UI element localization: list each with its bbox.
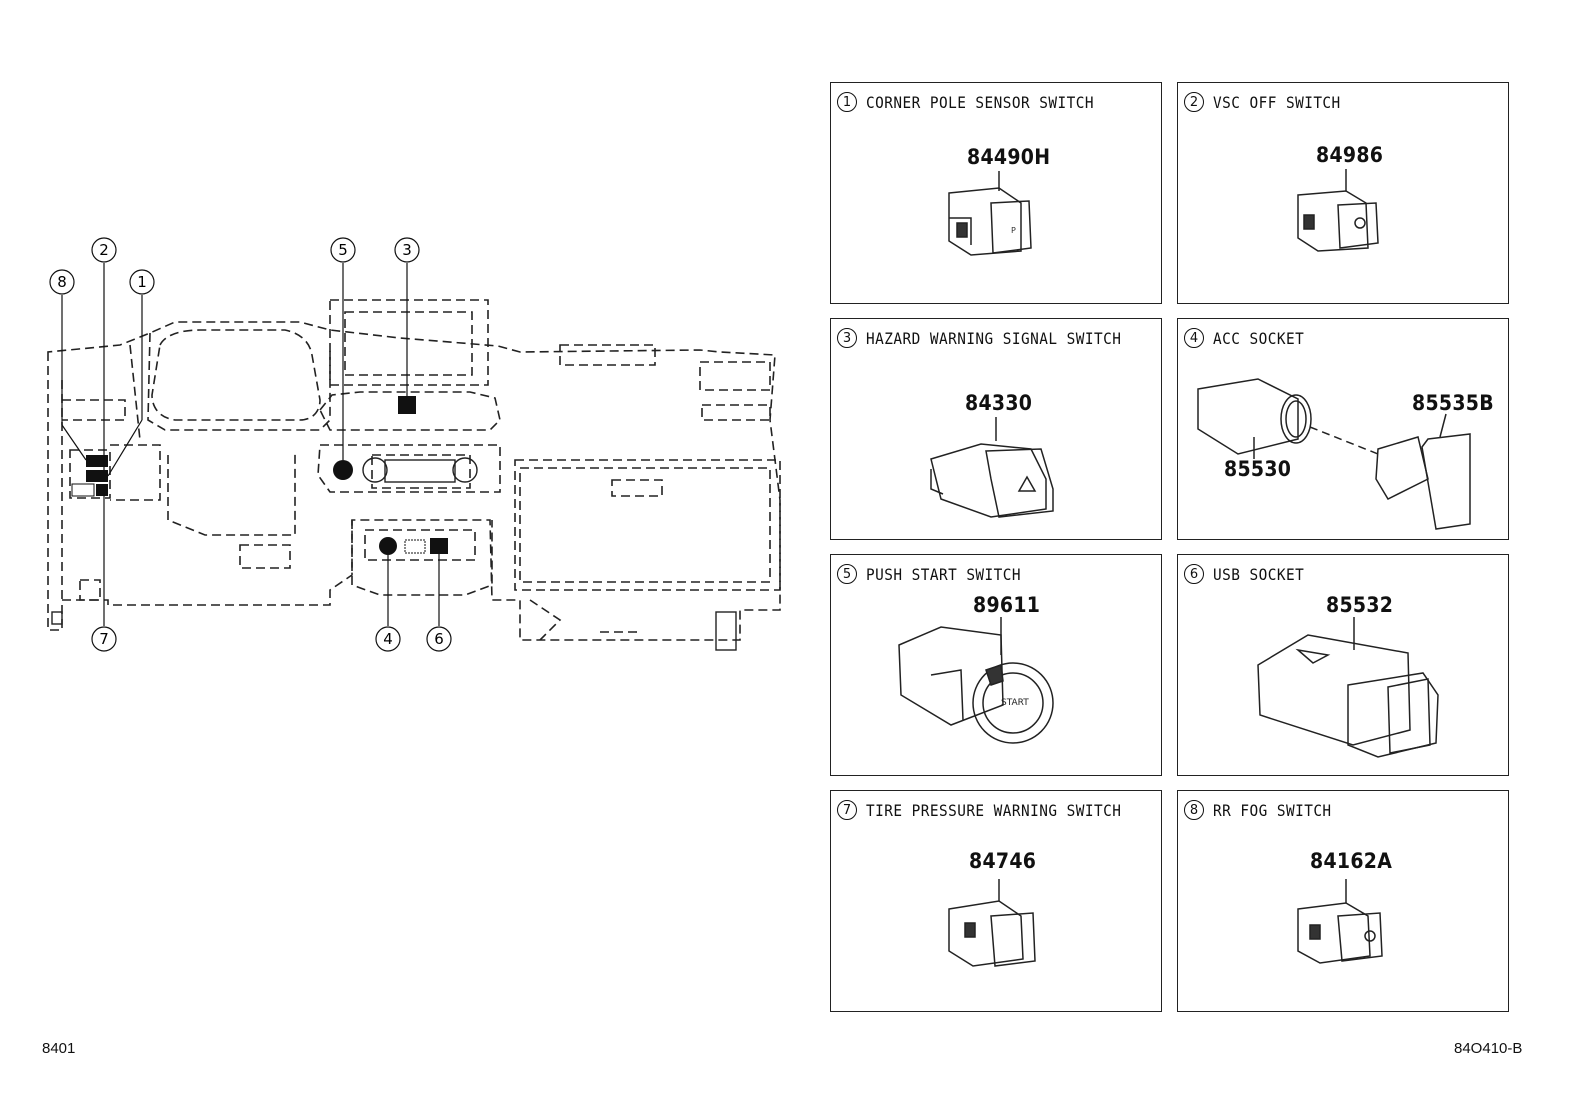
footer-right-code: 84O410-B	[1454, 1040, 1523, 1057]
marker-hazard	[398, 396, 416, 414]
callout-6: 6	[426, 626, 452, 652]
panel-number: 5	[837, 564, 857, 584]
svg-text:6: 6	[434, 630, 444, 648]
panel-header: 2 VSC OFF SWITCH	[1184, 92, 1355, 112]
panel-usb-socket[interactable]: 6 USB SOCKET 85532	[1177, 554, 1509, 776]
part-number[interactable]: 89611	[973, 593, 1041, 617]
panel-hazard-warning-signal-switch[interactable]: 3 HAZARD WARNING SIGNAL SWITCH 84330	[830, 318, 1162, 540]
svg-text:START: START	[1001, 698, 1029, 708]
acc-socket-illustration	[1197, 378, 1471, 530]
marker-usb-socket	[430, 538, 448, 554]
svg-text:P: P	[1011, 226, 1016, 235]
svg-text:2: 2	[99, 241, 109, 259]
corner-pole-sensor-switch-illustration: P	[948, 171, 1032, 256]
callout-7: 7	[91, 626, 117, 652]
instrument-cluster	[151, 329, 321, 421]
rr-fog-switch-illustration	[1297, 879, 1383, 964]
svg-text:4: 4	[383, 630, 393, 648]
marker-push-start	[333, 460, 353, 480]
panel-title: TIRE PRESSURE WARNING SWITCH	[866, 800, 1122, 820]
tire-pressure-switch-illustration	[948, 879, 1036, 967]
panel-number: 3	[837, 328, 857, 348]
marker-rr-fog	[86, 455, 108, 467]
panel-number: 2	[1184, 92, 1204, 112]
part-number[interactable]: 84986	[1316, 143, 1384, 167]
panel-header: 4 ACC SOCKET	[1184, 328, 1314, 348]
part-number[interactable]: 84746	[969, 849, 1037, 873]
marker-vsc-off	[86, 470, 108, 482]
marker-tire-pressure	[96, 484, 108, 496]
hazard-switch-illustration	[930, 417, 1054, 518]
panel-header: 7 TIRE PRESSURE WARNING SWITCH	[837, 800, 1150, 820]
callout-8: 8	[49, 269, 75, 295]
push-start-switch-illustration: START	[898, 617, 1054, 744]
svg-text:7: 7	[99, 630, 109, 648]
panel-title: RR FOG SWITCH	[1213, 800, 1332, 820]
panel-push-start-switch[interactable]: START 5 PUSH START SWITCH 89611	[830, 554, 1162, 776]
callout-5: 5	[330, 237, 356, 263]
svg-text:3: 3	[402, 241, 412, 259]
footer-left-code: 8401	[42, 1040, 76, 1057]
part-number-cap[interactable]: 85535B	[1412, 391, 1494, 415]
svg-text:8: 8	[57, 273, 67, 291]
panel-title: USB SOCKET	[1213, 564, 1305, 584]
climate-panel	[317, 444, 501, 493]
panel-title: ACC SOCKET	[1213, 328, 1305, 348]
panel-tire-pressure-warning-switch[interactable]: 7 TIRE PRESSURE WARNING SWITCH 84746	[830, 790, 1162, 1012]
panel-corner-pole-sensor-switch[interactable]: P 1 CORNER POLE SENSOR SWITCH 84490H	[830, 82, 1162, 304]
panel-acc-socket[interactable]: 4 ACC SOCKET 85530 85535B	[1177, 318, 1509, 540]
dashboard-overview-diagram: 1 2 3 4 5 6 7 8	[47, 237, 781, 652]
part-number[interactable]: 85532	[1326, 593, 1394, 617]
part-number[interactable]: 84330	[965, 391, 1033, 415]
glove-box	[514, 459, 781, 591]
panel-header: 8 RR FOG SWITCH	[1184, 800, 1345, 820]
panel-header: 1 CORNER POLE SENSOR SWITCH	[837, 92, 1119, 112]
panel-number: 7	[837, 800, 857, 820]
svg-text:5: 5	[338, 241, 348, 259]
panel-header: 6 USB SOCKET	[1184, 564, 1314, 584]
panel-header: 5 PUSH START SWITCH	[837, 564, 1038, 584]
panel-rr-fog-switch[interactable]: 8 RR FOG SWITCH 84162A	[1177, 790, 1509, 1012]
part-number[interactable]: 84162A	[1310, 849, 1393, 873]
panel-number: 8	[1184, 800, 1204, 820]
panel-number: 4	[1184, 328, 1204, 348]
usb-socket-illustration	[1257, 617, 1439, 758]
vsc-off-switch-illustration	[1297, 169, 1379, 252]
svg-text:1: 1	[137, 273, 147, 291]
panel-number: 6	[1184, 564, 1204, 584]
panel-vsc-off-switch[interactable]: 2 VSC OFF SWITCH 84986	[1177, 82, 1509, 304]
center-display	[329, 299, 489, 386]
callout-2: 2	[91, 237, 117, 263]
part-number-socket[interactable]: 85530	[1224, 457, 1292, 481]
overview-callouts: 1 2 3 4 5 6 7 8	[49, 237, 452, 652]
callout-4: 4	[375, 626, 401, 652]
part-number[interactable]: 84490H	[967, 145, 1051, 169]
panel-title: VSC OFF SWITCH	[1213, 92, 1341, 112]
callout-1: 1	[129, 269, 155, 295]
panel-header: 3 HAZARD WARNING SIGNAL SWITCH	[837, 328, 1150, 348]
panel-number: 1	[837, 92, 857, 112]
dash-outline	[47, 321, 781, 641]
panel-title: PUSH START SWITCH	[866, 564, 1022, 584]
callout-3: 3	[394, 237, 420, 263]
panel-title: CORNER POLE SENSOR SWITCH	[866, 92, 1094, 112]
marker-acc-socket	[379, 537, 397, 555]
panel-title: HAZARD WARNING SIGNAL SWITCH	[866, 328, 1122, 348]
